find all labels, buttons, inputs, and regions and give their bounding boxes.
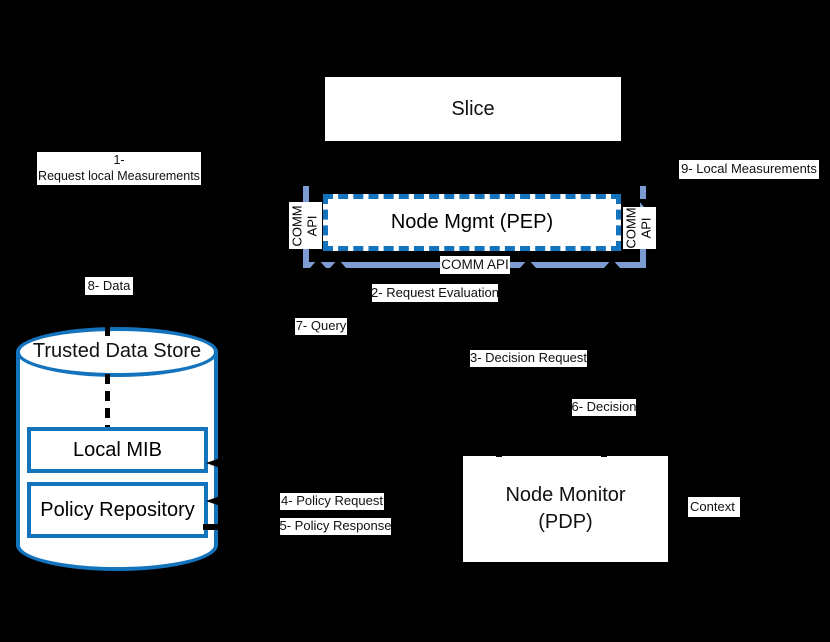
dash-above-label6 — [598, 389, 603, 398]
node-monitor-node: Node Monitor (PDP) — [463, 456, 668, 562]
comm-api-right-text: COMM API — [623, 207, 654, 249]
cylinder-top-ellipse — [16, 327, 218, 377]
flow-label-4: 4- Policy Request — [280, 493, 384, 510]
arrowhead-left-policyrepo — [206, 494, 226, 508]
node-monitor-label-line1: Node Monitor — [505, 484, 626, 506]
flow-label-3: 3- Decision Request — [470, 350, 587, 367]
node-mgmt-node: Node Mgmt (PEP) — [323, 194, 621, 251]
arrowhead-left-localmib — [206, 456, 226, 470]
context-label-text: Context — [690, 498, 735, 514]
flow-label-9-text: 9- Local Measurements — [681, 161, 817, 177]
context-label: Context — [688, 497, 740, 517]
comm-api-bottom-label: COMM API — [440, 256, 510, 274]
flow-label-6-text: 6- Decision — [572, 399, 636, 415]
dash-below-label1 — [112, 185, 118, 190]
flow-label-1: 1- Request local Measurements — [37, 152, 201, 185]
slice-label: Slice — [451, 97, 495, 120]
flow-label-8: 8- Data — [85, 277, 133, 295]
trusted-data-store-label: Trusted Data Store — [32, 340, 202, 362]
local-mib-label: Local MIB — [73, 438, 162, 461]
flow-label-1-line1: 1- — [113, 152, 125, 167]
flow-label-2: 2- Request Evaluation — [372, 284, 498, 302]
dash-below-label6 — [599, 417, 604, 426]
policy-repository-node: Policy Repository — [27, 482, 208, 538]
comm-api-right-label: COMM API — [623, 207, 656, 249]
line-segment-policy-response — [203, 524, 229, 530]
arrowhead-down-right — [637, 199, 653, 208]
flow-label-2-text: 2- Request Evaluation — [372, 284, 498, 300]
comm-api-bottom-text: COMM API — [441, 256, 509, 272]
dash-into-cylinder — [105, 318, 110, 336]
flow-label-5-text: 5- Policy Response — [280, 518, 391, 534]
flow-label-7-text: 7- Query — [295, 318, 347, 334]
flow-label-4-text: 4- Policy Request — [281, 493, 383, 509]
arrowhead-up-4 — [604, 259, 620, 268]
slice-node: Slice — [325, 77, 621, 141]
dash-top-node-monitor-1 — [496, 450, 502, 457]
arrowhead-up-1 — [310, 259, 326, 268]
arrowhead-up-2 — [330, 259, 346, 268]
flow-label-6: 6- Decision — [572, 399, 636, 416]
flow-label-5: 5- Policy Response — [280, 518, 391, 535]
policy-repository-label: Policy Repository — [40, 498, 195, 521]
flow-label-9: 9- Local Measurements — [679, 160, 819, 179]
node-monitor-label-line2: (PDP) — [538, 511, 593, 533]
dashed-line-in-cylinder — [105, 374, 110, 427]
flow-label-7: 7- Query — [295, 318, 347, 335]
flow-label-3-text: 3- Decision Request — [470, 350, 587, 366]
flow-label-1-line2: Request local Measurements — [38, 168, 200, 183]
comm-api-left-text: COMM API — [289, 204, 320, 247]
node-mgmt-label: Node Mgmt (PEP) — [390, 211, 554, 233]
arrowhead-up-3 — [520, 259, 536, 268]
local-mib-node: Local MIB — [27, 427, 208, 473]
flow-label-8-text: 8- Data — [87, 277, 131, 293]
dash-top-node-monitor-2 — [601, 450, 607, 457]
comm-api-left-label: COMM API — [289, 202, 322, 249]
